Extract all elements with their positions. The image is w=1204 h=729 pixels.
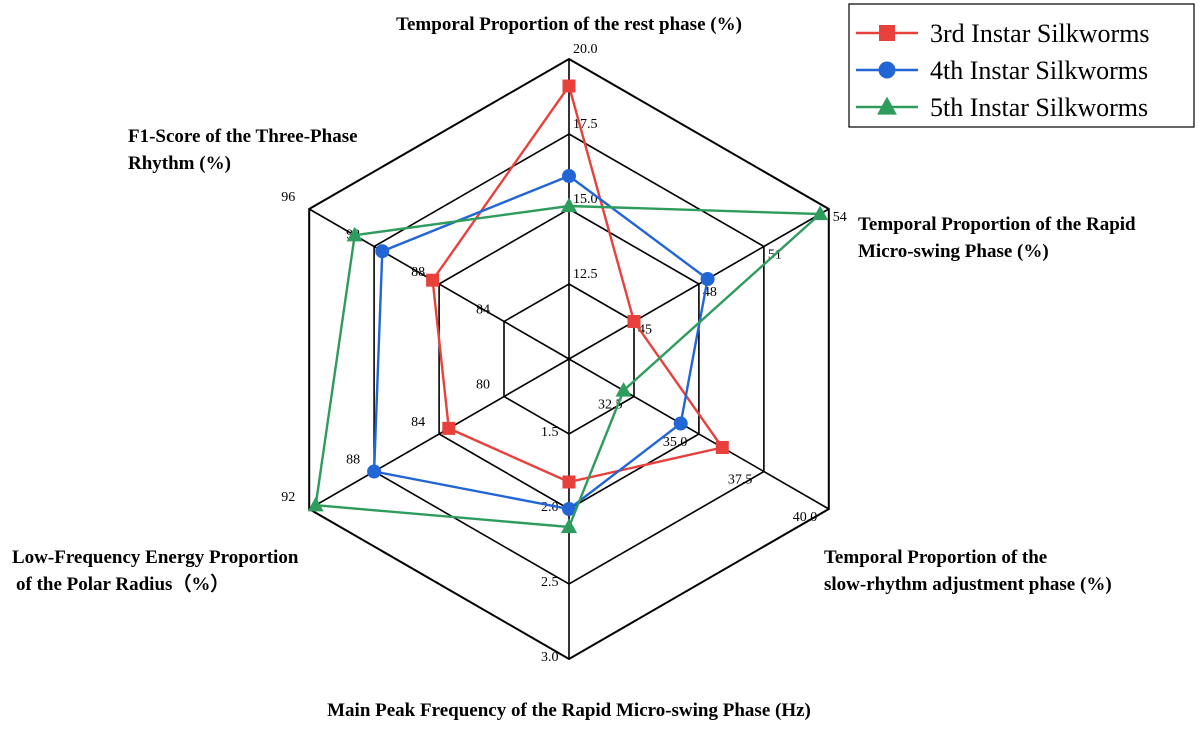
series-marker: [560, 518, 578, 534]
series-marker: [562, 502, 576, 516]
series-marker: [673, 416, 688, 431]
tick-label: 84: [476, 303, 490, 318]
axis-title-6: F1-Score of the Three-Phase: [128, 126, 358, 147]
axis-title-2: Micro-swing Phase (%): [858, 241, 1049, 262]
series-marker: [346, 226, 363, 242]
tick-label: 37.5: [728, 473, 753, 488]
legend-item: 5th Instar Silkworms: [856, 93, 1148, 122]
axis-title-2: Temporal Proportion of the Rapid: [858, 214, 1136, 235]
series-marker: [879, 25, 895, 41]
axis-title-5: of the Polar Radius（%）: [16, 572, 229, 595]
series-marker: [715, 441, 729, 454]
series-marker: [627, 315, 641, 328]
series-1: [426, 79, 729, 489]
axis-spoke-3: [568, 358, 830, 510]
legend-item: 3rd Instar Silkworms: [856, 19, 1150, 48]
axis-title-4: Main Peak Frequency of the Rapid Micro-s…: [327, 700, 811, 721]
series-marker: [877, 96, 897, 115]
legend: 3rd Instar Silkworms 4th Instar Silkworms…: [848, 3, 1195, 128]
legend-item: 4th Instar Silkworms: [856, 56, 1148, 85]
series-marker: [375, 244, 390, 259]
axis-spoke-2: [568, 208, 830, 360]
series-marker: [367, 464, 382, 479]
series-3: [307, 197, 829, 534]
tick-labels: 12.515.017.520.04548515432.535.037.540.0…: [281, 42, 847, 665]
tick-label: 1.5: [541, 425, 559, 440]
series-marker: [562, 79, 576, 93]
series-marker: [307, 496, 324, 512]
series-marker: [812, 205, 829, 221]
axis-title-6: Rhythm (%): [128, 153, 231, 174]
tick-label: 92: [281, 490, 295, 505]
axis-titles: Temporal Proportion of the rest phase (%…: [12, 14, 1136, 721]
tick-label: 54: [833, 210, 847, 225]
tick-label: 12.5: [573, 267, 598, 282]
tick-label: 96: [281, 190, 295, 205]
tick-label: 80: [476, 378, 490, 393]
legend-label: 4th Instar Silkworms: [930, 56, 1148, 85]
tick-label: 3.0: [541, 650, 559, 665]
series-2: [367, 169, 715, 516]
data-series: [307, 79, 829, 534]
axis-title-5: Low-Frequency Energy Proportion: [12, 547, 299, 568]
series-marker: [562, 169, 576, 183]
series-marker: [700, 272, 715, 286]
legend-label: 3rd Instar Silkworms: [930, 19, 1150, 48]
series-marker: [878, 61, 896, 79]
tick-label: 20.0: [573, 42, 598, 57]
series-marker: [426, 273, 440, 287]
tick-label: 35.0: [663, 435, 688, 450]
tick-label: 84: [411, 415, 425, 430]
tick-label: 88: [346, 453, 360, 468]
series-marker: [442, 421, 456, 435]
tick-label: 2.5: [541, 575, 559, 590]
axis-title-1: Temporal Proportion of the rest phase (%…: [396, 14, 742, 35]
series-marker: [560, 197, 578, 213]
tick-label: 40.0: [793, 510, 818, 525]
axis-spoke-5: [308, 358, 570, 510]
legend-label: 5th Instar Silkworms: [930, 93, 1148, 122]
series-marker: [615, 382, 632, 397]
axis-title-3: slow-rhythm adjustment phase (%): [824, 574, 1112, 595]
series-marker: [562, 475, 576, 489]
tick-label: 88: [411, 265, 425, 280]
axis-title-3: Temporal Proportion of the: [824, 547, 1047, 568]
radar-grid: [308, 57, 830, 661]
tick-label: 15.0: [573, 192, 598, 207]
tick-label: 17.5: [573, 117, 598, 132]
